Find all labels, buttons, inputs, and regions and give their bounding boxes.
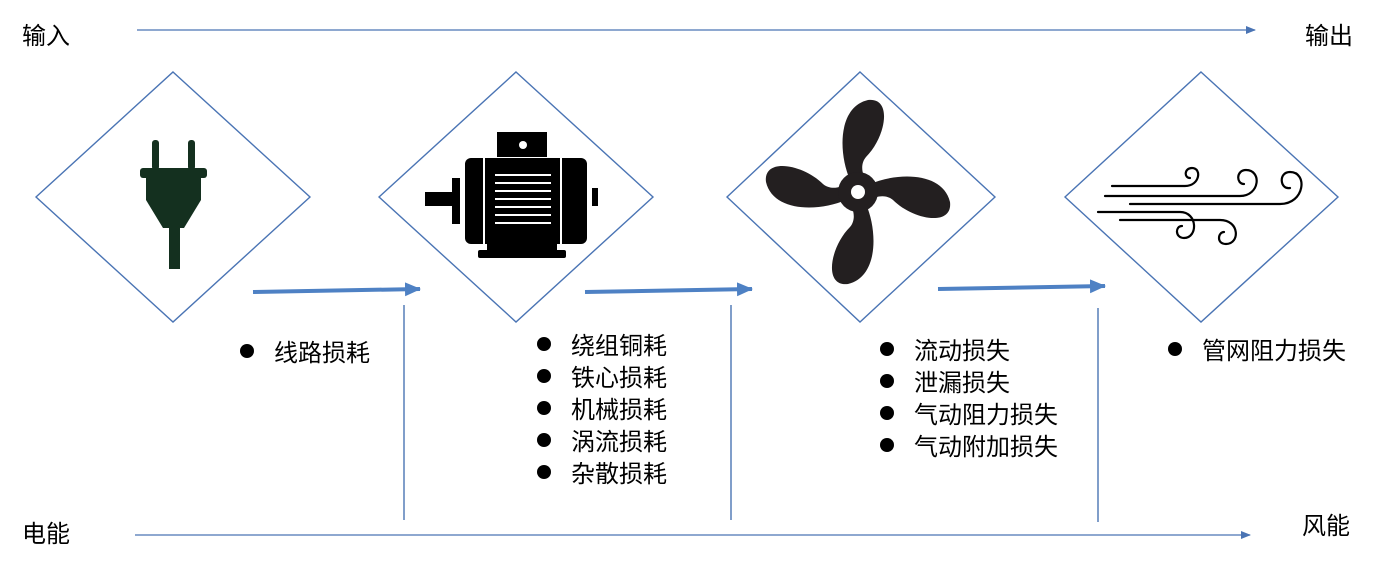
bullet-icon [537, 433, 551, 447]
loss-text: 铁心损耗 [571, 364, 667, 392]
bullet-icon [880, 374, 894, 388]
list-item: 气动阻力损失 [880, 399, 1058, 431]
list-item: 线路损耗 [240, 337, 370, 369]
output-label: 输出 [1305, 22, 1353, 50]
loss-text: 涡流损耗 [571, 428, 667, 456]
bullet-icon [537, 465, 551, 479]
bullet-icon [1168, 342, 1182, 356]
loss-text: 气动阻力损失 [914, 401, 1058, 429]
loss-text: 线路损耗 [274, 339, 370, 367]
bullet-icon [240, 344, 254, 358]
flow-arrow-2 [584, 282, 753, 297]
loss-text: 管网阻力损失 [1202, 337, 1346, 365]
wind-energy-label: 风能 [1302, 512, 1350, 540]
bullet-icon [880, 342, 894, 356]
loss-text: 流动损失 [914, 337, 1010, 365]
list-item: 气动附加损失 [880, 431, 1058, 463]
network-loss-list: 管网阻力损失 [1168, 335, 1346, 367]
loss-text: 机械损耗 [571, 396, 667, 424]
input-label: 输入 [22, 22, 70, 50]
loss-text: 绕组铜耗 [571, 332, 667, 360]
list-item: 绕组铜耗 [537, 330, 667, 362]
bullet-icon [537, 401, 551, 415]
flow-arrow-1 [252, 282, 421, 297]
diamond-fan [725, 71, 997, 323]
line-loss-list: 线路损耗 [240, 337, 370, 369]
list-item: 涡流损耗 [537, 426, 667, 458]
list-item: 泄漏损失 [880, 367, 1058, 399]
loss-text: 杂散损耗 [571, 460, 667, 488]
list-item: 杂散损耗 [537, 458, 667, 490]
fan-icon [765, 99, 951, 285]
list-item: 流动损失 [880, 335, 1058, 367]
motor-icon [425, 132, 598, 258]
fan-loss-list: 流动损失 泄漏损失 气动阻力损失 气动附加损失 [880, 335, 1058, 463]
diamond-motor [377, 71, 655, 323]
bullet-icon [537, 337, 551, 351]
bullet-icon [537, 369, 551, 383]
loss-text: 泄漏损失 [914, 369, 1010, 397]
list-item: 机械损耗 [537, 394, 667, 426]
plug-icon [140, 140, 207, 269]
list-item: 管网阻力损失 [1168, 335, 1346, 367]
motor-loss-list: 绕组铜耗 铁心损耗 机械损耗 涡流损耗 杂散损耗 [537, 330, 667, 490]
diamond-wind [1063, 71, 1340, 323]
list-item: 铁心损耗 [537, 362, 667, 394]
diamond-plug [34, 71, 312, 323]
wind-icon [1096, 166, 1303, 246]
bullet-icon [880, 438, 894, 452]
flow-arrow-3 [937, 279, 1106, 294]
loss-text: 气动附加损失 [914, 433, 1058, 461]
electric-energy-label: 电能 [22, 520, 70, 548]
bullet-icon [880, 406, 894, 420]
